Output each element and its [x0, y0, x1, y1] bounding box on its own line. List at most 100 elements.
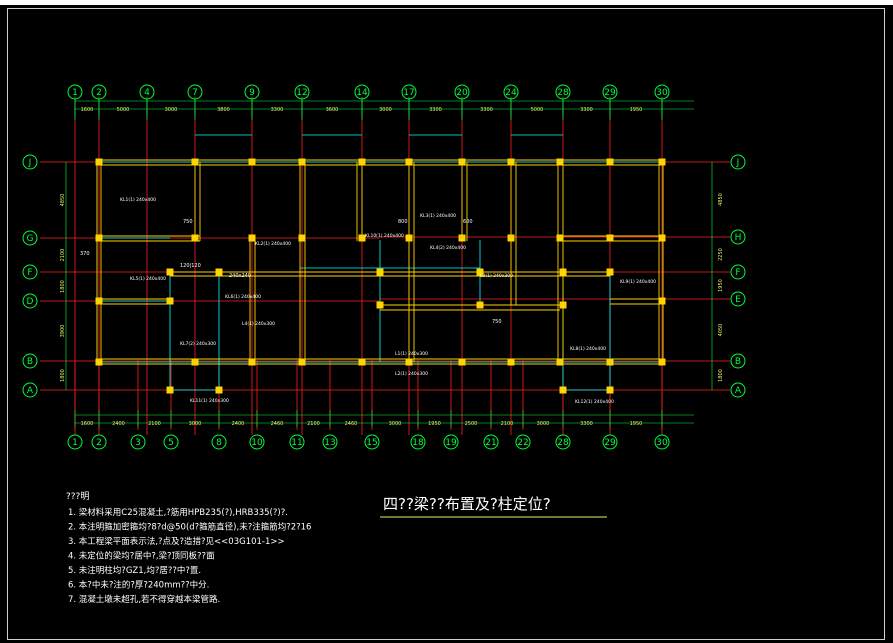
axis-bubble-right-6-label: A — [735, 386, 742, 396]
column-r1-c1 — [95, 158, 103, 166]
dim-top-3: 3000 — [165, 107, 178, 113]
column-r2-c2 — [191, 234, 199, 242]
axis-bubble-bottom-10-circle — [410, 434, 426, 450]
column-r3-c2 — [191, 358, 199, 366]
axis-bubble-top-2-circle — [91, 84, 107, 100]
dim-top-5: 3300 — [271, 107, 284, 113]
axis-bubble-top-7-label: 14 — [356, 88, 368, 98]
notes-list: 1. 梁材料采用C25混凝土,?筋用HPB235(?),HRB335(?)?.2… — [68, 507, 311, 605]
column-extra-4 — [476, 268, 484, 276]
column-r1-c6 — [405, 158, 413, 166]
axis-bubble-bottom-4-label: 5 — [168, 438, 174, 448]
beam-label-6: KL6(1) 240x400 — [225, 294, 261, 300]
beam-label-10: KL10(1) 240x400 — [365, 233, 404, 239]
column-r3-c10 — [606, 358, 614, 366]
note-line-5: 5. 未注明柱均?GZ1,均?居??中?置. — [68, 565, 201, 576]
axis-bubble-bottom-16-circle — [654, 434, 670, 450]
column-extra-11 — [559, 301, 567, 309]
beam-mark-1: 750 — [183, 219, 193, 225]
axis-bubble-left-5-circle — [22, 353, 38, 369]
axis-bubble-top-5-circle — [244, 84, 260, 100]
column-r1-c7 — [458, 158, 466, 166]
beam-label-7: KL7(2) 240x300 — [180, 341, 216, 347]
axis-grid-lines — [40, 100, 730, 435]
dim-left-1: 4850 — [60, 194, 66, 207]
beam-label-9: KL9(1) 240x400 — [620, 279, 656, 285]
dim-top-9: 3300 — [480, 107, 493, 113]
column-r3-c11 — [658, 358, 666, 366]
axis-bubble-left-6-circle — [22, 382, 38, 398]
axis-bubble-bottom-6-label: 10 — [251, 438, 263, 448]
axis-bubble-right-6-circle — [730, 382, 746, 398]
axis-bubble-top-11-label: 28 — [557, 88, 569, 98]
dim-bottom-4: 3000 — [189, 421, 202, 427]
axis-bubble-bottom-6-circle — [249, 434, 265, 450]
axis-bubble-top-9-label: 20 — [456, 88, 468, 98]
beam-mark-6: 120|120 — [180, 263, 201, 269]
axis-bubble-bottom-16-label: 30 — [656, 438, 668, 448]
column-extra-3 — [376, 268, 384, 276]
beam-label-16: L4(1) 240x300 — [242, 321, 275, 327]
axis-bubble-bottom-2-circle — [91, 434, 107, 450]
axis-bubble-top-8-circle — [401, 84, 417, 100]
axis-bubble-bottom-8-label: 13 — [324, 438, 335, 448]
axis-bubble-top-12-label: 29 — [604, 88, 616, 98]
dim-bottom-14: 3300 — [580, 421, 593, 427]
beam-label-14: L2(1) 240x300 — [395, 371, 428, 377]
axis-bubble-top-10-circle — [503, 84, 519, 100]
dim-bottom-8: 2460 — [345, 421, 358, 427]
axis-bubble-bottom-11-label: 19 — [445, 438, 457, 448]
column-extra-14 — [215, 386, 223, 394]
axis-bubble-bottom-2-label: 2 — [96, 438, 102, 448]
axis-bubble-bottom-3-circle — [130, 434, 146, 450]
beam-label-2: KL2(1) 240x400 — [255, 241, 291, 247]
axis-bubble-bottom-7-circle — [289, 434, 305, 450]
dim-left-5: 1800 — [60, 369, 66, 382]
beam-label-5: KL5(1) 240x400 — [130, 276, 166, 282]
column-r3-c1 — [95, 358, 103, 366]
columns — [95, 158, 666, 394]
axis-bubble-right-5-circle — [730, 353, 746, 369]
dim-left-2: 2100 — [60, 249, 66, 262]
column-extra-12 — [658, 297, 666, 305]
column-r3-c5 — [358, 358, 366, 366]
column-extra-15 — [559, 386, 567, 394]
dim-right-1: 4850 — [718, 193, 724, 206]
axis-bubble-left-2-label: G — [27, 234, 34, 244]
column-r3-c7 — [458, 358, 466, 366]
dim-bottom-11: 2500 — [465, 421, 478, 427]
axis-bubble-left-3-circle — [22, 264, 38, 280]
dim-top-10: 5000 — [531, 107, 544, 113]
axis-bubble-top-3-circle — [139, 84, 155, 100]
axis-bubble-bottom-14-circle — [555, 434, 571, 450]
axis-bubble-bottom-11-circle — [443, 434, 459, 450]
dim-left-3: 1800 — [60, 280, 66, 293]
axis-bubble-left-1-circle — [22, 154, 38, 170]
axis-bubble-top-1-circle — [67, 84, 83, 100]
dim-bottom-5: 2400 — [232, 421, 245, 427]
axis-bubble-top-10-label: 24 — [505, 88, 517, 98]
column-extra-10 — [476, 301, 484, 309]
axis-bubble-bottom-3-label: 3 — [135, 438, 141, 448]
axis-bubble-top-12-circle — [602, 84, 618, 100]
column-r1-c4 — [298, 158, 306, 166]
axis-bubble-left-3-label: F — [27, 268, 32, 278]
note-line-7: 7. 混凝土墩未超孔,若不得穿越本梁管路. — [68, 594, 220, 605]
column-extra-9 — [376, 301, 384, 309]
column-r2-c4 — [298, 234, 306, 242]
beam-label-3: KL3(1) 240x400 — [420, 213, 456, 219]
axis-bubble-top-11-circle — [555, 84, 571, 100]
beam-mark-5: 240x240 — [229, 273, 251, 279]
column-r1-c5 — [358, 158, 366, 166]
dim-right-4: 4050 — [718, 324, 724, 337]
column-r3-c6 — [405, 358, 413, 366]
beam-label-15: L3(1) 240x300 — [480, 273, 513, 279]
beam-label-8: KL8(1) 240x400 — [570, 346, 606, 352]
column-r3-c4 — [298, 358, 306, 366]
beam-label-11: KL11(1) 240x300 — [190, 398, 229, 404]
axis-bubble-top-2-label: 2 — [96, 88, 102, 98]
axis-bubble-left-2-circle — [22, 230, 38, 246]
